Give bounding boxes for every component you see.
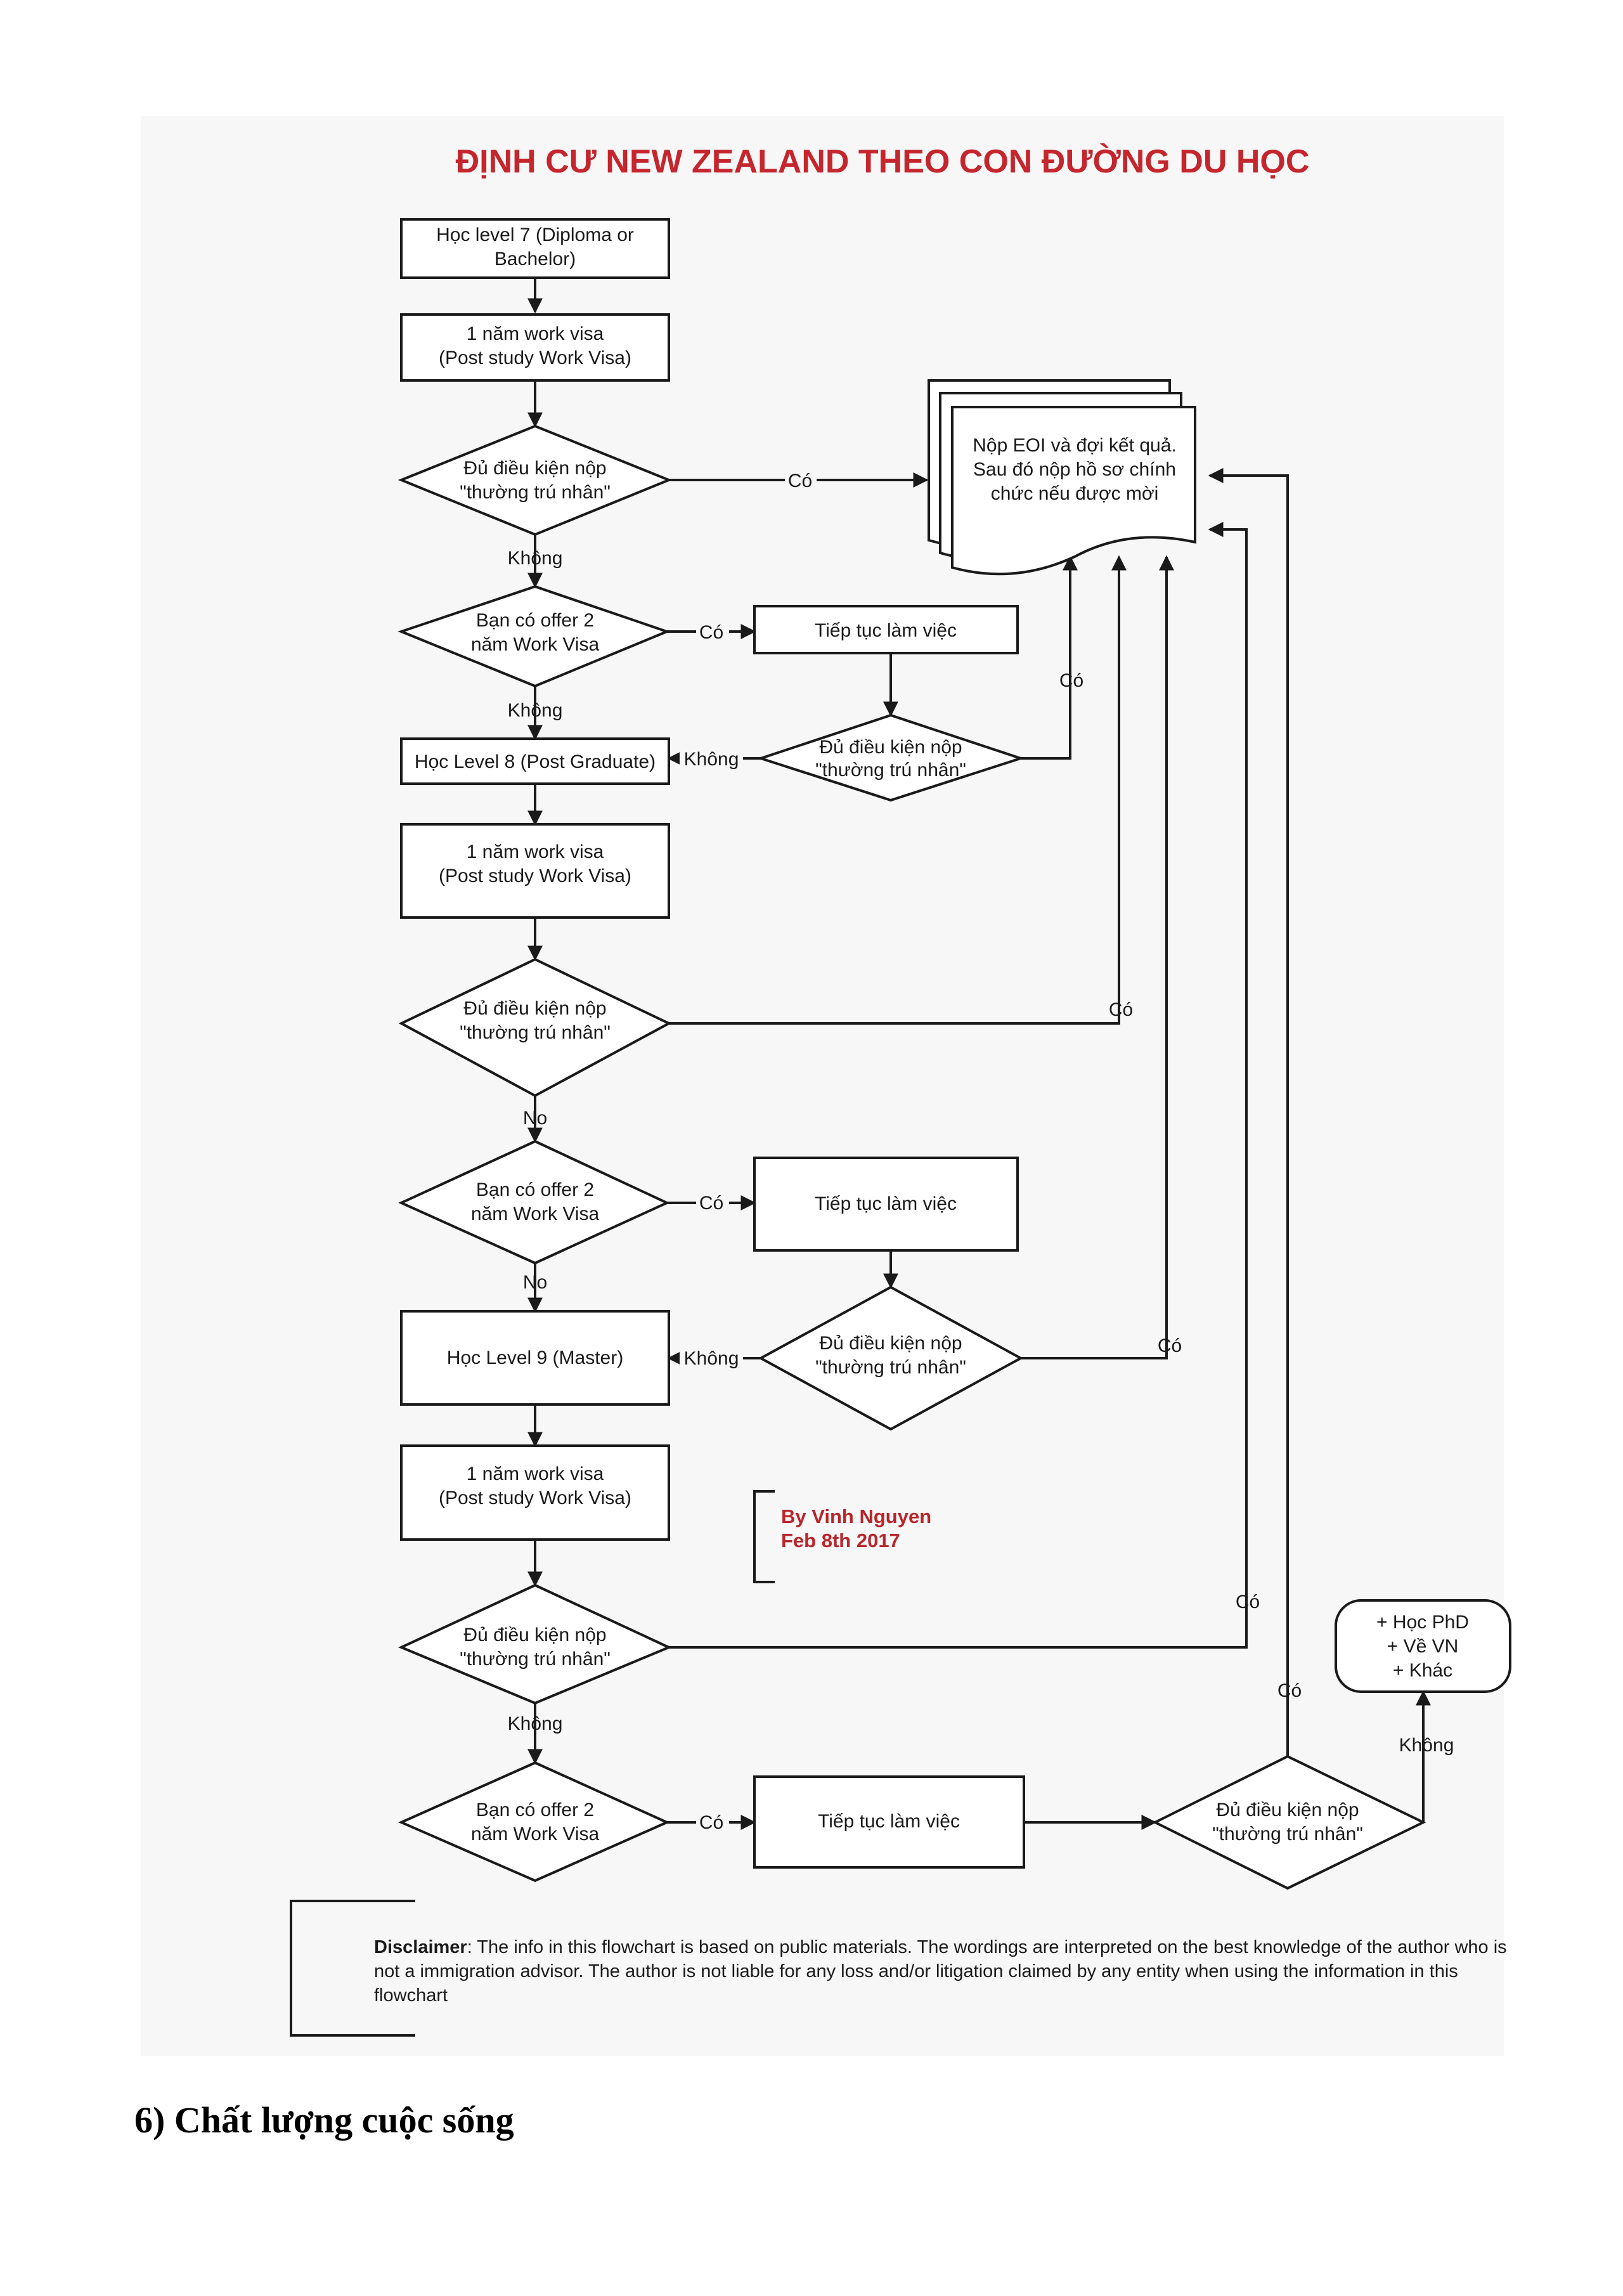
decision-offer-3-line1: Bạn có offer 2 xyxy=(476,1800,594,1820)
edge-label-no-d2: No xyxy=(523,1108,547,1129)
decision-eligible-c2-line1: Đủ điều kiện nộp xyxy=(819,1333,962,1354)
edge-label-no-offer2: No xyxy=(523,1272,547,1293)
decision-eligible-1-line2: "thường trú nhân" xyxy=(460,482,611,503)
node-level7-line2: Bachelor) xyxy=(495,249,576,269)
disclaimer-label: Disclaimer xyxy=(374,1937,467,1957)
node-eoi-document: Nộp EOI và đợi kết quả. Sau đó nộp hồ sơ… xyxy=(928,379,1196,576)
edge-label-yes-d3: Có xyxy=(1236,1592,1260,1612)
decision-offer-3-line2: năm Work Visa xyxy=(471,1824,600,1845)
decision-eligible-2-line2: "thường trú nhân" xyxy=(460,1022,611,1043)
decision-eligible-2: Đủ điều kiện nộp "thường trú nhân" xyxy=(398,957,672,1098)
author-date: Feb 8th 2017 xyxy=(781,1529,900,1552)
node-work-visa-1-line1: 1 năm work visa xyxy=(467,323,604,344)
edge-label-yes-dc3: Có xyxy=(1277,1680,1302,1701)
node-level8-label: Học Level 8 (Post Graduate) xyxy=(415,751,656,772)
node-continue-work-3-label: Tiếp tục làm việc xyxy=(818,1811,960,1832)
edge-label-yes-d1: Có xyxy=(788,470,812,491)
node-other-line2: + Về VN xyxy=(1387,1636,1459,1657)
decision-eligible-2-line1: Đủ điều kiện nộp xyxy=(463,998,606,1019)
author-note: By Vinh Nguyen Feb 8th 2017 xyxy=(781,1505,931,1552)
node-other-line3: + Khác xyxy=(1393,1660,1452,1681)
decision-offer-2: Bạn có offer 2 năm Work Visa xyxy=(398,1139,670,1265)
node-level7: Học level 7 (Diploma or Bachelor) xyxy=(400,218,670,279)
section-heading: 6) Chất lượng cuộc sống xyxy=(134,2099,514,2141)
decision-offer-2-line2: năm Work Visa xyxy=(471,1203,600,1224)
edge-labels: Có Không Có Có Không Không Có No Có No K… xyxy=(508,468,1454,1834)
node-continue-work-3: Tiếp tục làm việc xyxy=(753,1775,1025,1869)
edge-label-yes-offer2: Có xyxy=(699,1193,723,1214)
decision-offer-2-line1: Bạn có offer 2 xyxy=(476,1179,594,1200)
edge-label-no-d3: Không xyxy=(508,1713,563,1734)
edge-label-no-dc1: Không xyxy=(684,749,739,770)
decision-eligible-1-line1: Đủ điều kiện nộp xyxy=(463,458,606,479)
edge-label-no-dc3: Không xyxy=(1399,1735,1454,1756)
decision-eligible-c1: Đủ điều kiện nộp "thường trú nhân" xyxy=(756,713,1025,802)
disclaimer: Disclaimer: The info in this flowchart i… xyxy=(374,1935,1528,2007)
edge-label-yes-d2: Có xyxy=(1109,999,1133,1020)
node-eoi-line1: Nộp EOI và đợi kết quả. xyxy=(973,435,1177,456)
disclaimer-text: : The info in this flowchart is based on… xyxy=(374,1937,1507,2006)
node-work-visa-2-line2: (Post study Work Visa) xyxy=(439,866,631,886)
decision-eligible-c1-line1: Đủ điều kiện nộp xyxy=(819,737,962,758)
decision-eligible-c3: Đủ điều kiện nộp "thường trú nhân" xyxy=(1152,1754,1426,1890)
node-level8: Học Level 8 (Post Graduate) xyxy=(400,737,670,785)
node-other-line1: + Học PhD xyxy=(1376,1612,1469,1633)
decision-offer-3: Bạn có offer 2 năm Work Visa xyxy=(398,1761,670,1883)
node-work-visa-1-line2: (Post study Work Visa) xyxy=(439,347,631,368)
decision-eligible-3: Đủ điều kiện nộp "thường trú nhân" xyxy=(398,1583,672,1705)
decision-eligible-c2: Đủ điều kiện nộp "thường trú nhân" xyxy=(758,1285,1024,1431)
node-work-visa-2-line1: 1 năm work visa xyxy=(467,841,604,862)
node-level9: Học Level 9 (Master) xyxy=(400,1310,670,1406)
edge-label-no-dc2: Không xyxy=(684,1348,739,1369)
node-continue-work-2: Tiếp tục làm việc xyxy=(753,1157,1019,1252)
node-continue-work-1-label: Tiếp tục làm việc xyxy=(815,620,957,641)
node-work-visa-3: 1 năm work visa (Post study Work Visa) xyxy=(400,1444,670,1541)
decision-offer-1: Bạn có offer 2 năm Work Visa xyxy=(398,585,671,688)
decision-offer-1-line2: năm Work Visa xyxy=(471,634,600,655)
node-continue-work-2-label: Tiếp tục làm việc xyxy=(815,1193,957,1214)
decision-eligible-3-line2: "thường trú nhân" xyxy=(460,1649,611,1670)
decision-eligible-c3-line1: Đủ điều kiện nộp xyxy=(1216,1800,1359,1820)
decision-eligible-c3-line2: "thường trú nhân" xyxy=(1212,1824,1363,1845)
decision-eligible-3-line1: Đủ điều kiện nộp xyxy=(463,1625,606,1645)
edge-label-yes-dc2: Có xyxy=(1158,1335,1182,1356)
node-other-options: + Học PhD + Về VN + Khác xyxy=(1335,1599,1511,1693)
node-work-visa-1: 1 năm work visa (Post study Work Visa) xyxy=(400,313,670,382)
node-work-visa-3-line2: (Post study Work Visa) xyxy=(439,1488,631,1508)
edge-label-yes-dc1: Có xyxy=(1059,670,1083,691)
edge-label-yes-offer1: Có xyxy=(699,622,723,643)
node-level7-line1: Học level 7 (Diploma or xyxy=(436,224,634,245)
decision-offer-1-line1: Bạn có offer 2 xyxy=(476,610,594,631)
decision-eligible-1: Đủ điều kiện nộp "thường trú nhân" xyxy=(398,424,673,536)
node-work-visa-2: 1 năm work visa (Post study Work Visa) xyxy=(400,823,670,919)
edge-label-no-offer1: Không xyxy=(508,700,563,721)
flowchart-panel xyxy=(141,116,1504,2056)
node-eoi-line2: Sau đó nộp hồ sơ chính xyxy=(973,459,1176,480)
node-level9-label: Học Level 9 (Master) xyxy=(447,1347,623,1368)
author-name: By Vinh Nguyen xyxy=(781,1505,931,1527)
edge-label-no-d1: Không xyxy=(508,548,563,569)
node-continue-work-1: Tiếp tục làm việc xyxy=(753,605,1019,654)
decision-eligible-c1-line2: "thường trú nhân" xyxy=(815,760,966,781)
node-eoi-line3: chức nếu được mời xyxy=(991,483,1159,504)
edge-label-yes-offer3: Có xyxy=(699,1812,723,1833)
flowchart-title: ĐỊNH CƯ NEW ZEALAND THEO CON ĐƯỜNG DU HỌ… xyxy=(456,143,1310,180)
node-work-visa-3-line1: 1 năm work visa xyxy=(467,1463,604,1484)
decision-eligible-c2-line2: "thường trú nhân" xyxy=(815,1357,966,1378)
